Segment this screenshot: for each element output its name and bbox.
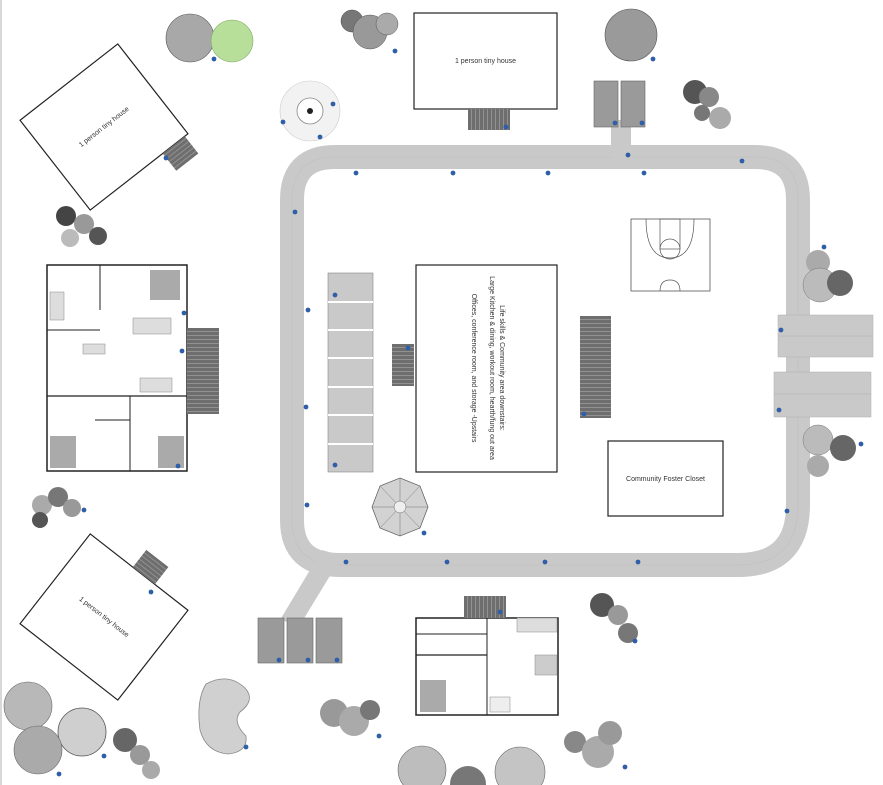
tiny-house-top-label: 1 person tiny house — [455, 58, 516, 65]
deck-main — [392, 344, 414, 386]
walking-path-loop — [280, 120, 874, 625]
markers — [56, 48, 864, 777]
pond — [198, 678, 250, 755]
deck-ramp — [580, 316, 611, 418]
main-building-line2: Large Kitchen & dining, workout room, he… — [488, 276, 495, 460]
parking-bottom-left — [257, 617, 343, 664]
left-house-floorplan[interactable] — [46, 264, 219, 472]
deck-top — [468, 109, 510, 130]
foster-closet-label: Community Foster Closet — [626, 476, 705, 483]
deck-left-house — [187, 328, 219, 414]
left-border — [0, 0, 2, 785]
trees — [3, 8, 856, 785]
deck-bottom-house — [464, 596, 506, 618]
tiny-house-left-bottom[interactable]: 1 person tiny house — [19, 517, 201, 701]
bottom-house-floorplan[interactable] — [415, 596, 559, 716]
deck-left-top — [162, 136, 199, 171]
tree-icon — [210, 19, 254, 63]
main-building[interactable]: Life skills & Community area downstairs:… — [392, 264, 558, 473]
parking-top-right — [593, 80, 646, 128]
gazebo[interactable] — [371, 477, 429, 537]
tiny-house-top[interactable]: 1 person tiny house — [413, 12, 558, 130]
main-building-line1: Life skills & Community area downstairs: — [498, 305, 505, 431]
basketball-court[interactable] — [630, 218, 711, 292]
patio-table[interactable] — [279, 80, 341, 142]
foster-closet[interactable]: Community Foster Closet — [607, 440, 724, 517]
tiny-house-left-top[interactable]: 1 person tiny house — [19, 43, 201, 228]
main-building-line3: Offices, conference room, and storage -U… — [470, 294, 477, 443]
tree-icon — [165, 13, 215, 63]
parking-left — [327, 272, 374, 473]
deck-left-bottom — [132, 549, 169, 585]
